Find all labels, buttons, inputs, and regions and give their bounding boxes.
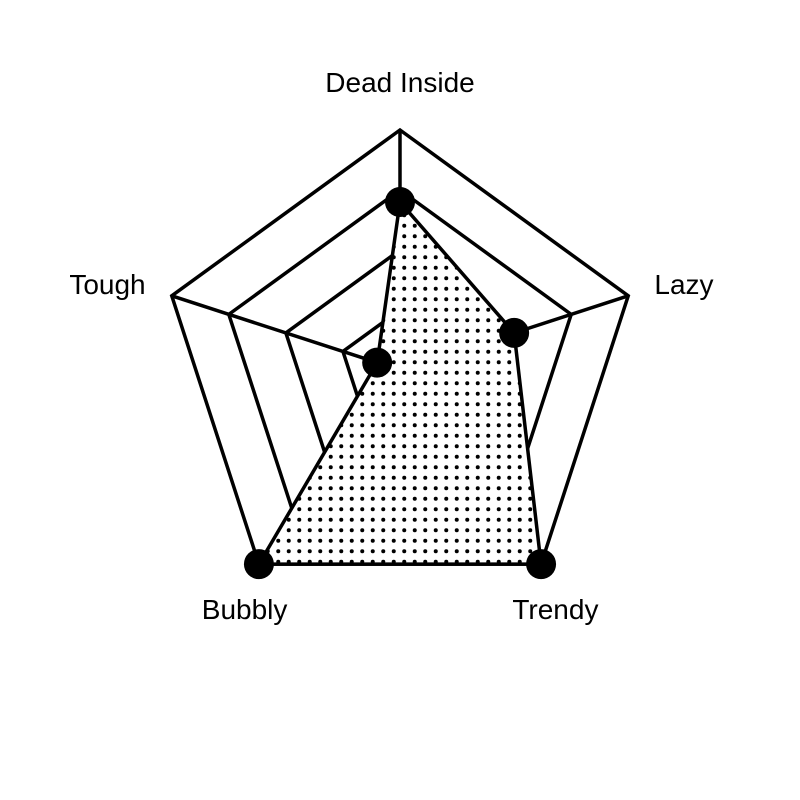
data-point-dead-inside [385,187,415,217]
axis-label-dead-inside: Dead Inside [325,67,474,98]
data-point-bubbly [243,549,274,580]
data-point-lazy [499,317,530,348]
data-point-tough [362,347,393,378]
axis-label-trendy: Trendy [512,594,598,625]
data-point-trendy [526,549,557,580]
axis-label-lazy: Lazy [654,269,713,300]
data-area-series-0 [255,197,544,566]
axis-label-tough: Tough [69,269,145,300]
spoke-tough [171,294,401,372]
data-points [243,187,557,580]
axis-label-bubbly: Bubbly [202,594,288,625]
data-area-layer [255,197,544,566]
